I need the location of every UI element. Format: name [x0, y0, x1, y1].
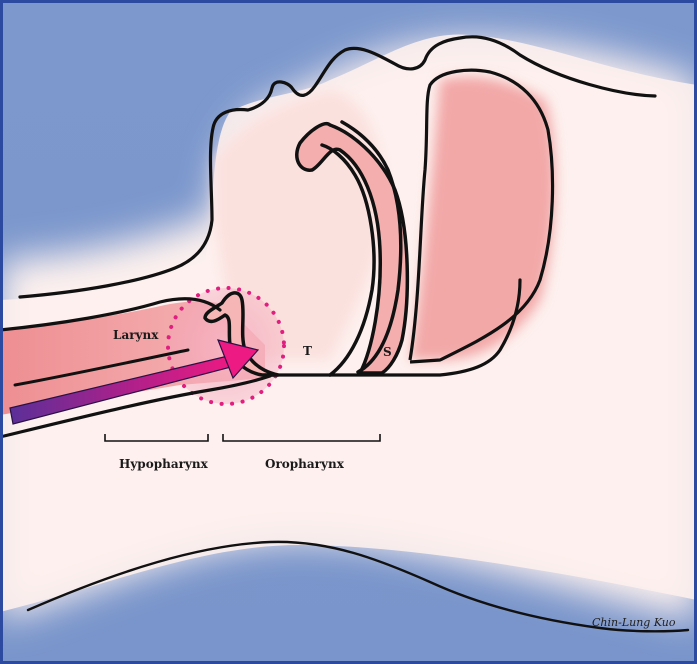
label-soft-palate: S [383, 345, 392, 359]
label-tongue: T [303, 344, 312, 358]
label-oropharynx: Oropharynx [265, 457, 345, 471]
artist-signature: Chin-Lung Kuo [592, 616, 676, 629]
label-hypopharynx: Hypopharynx [119, 457, 209, 471]
label-larynx: Larynx [113, 328, 159, 342]
